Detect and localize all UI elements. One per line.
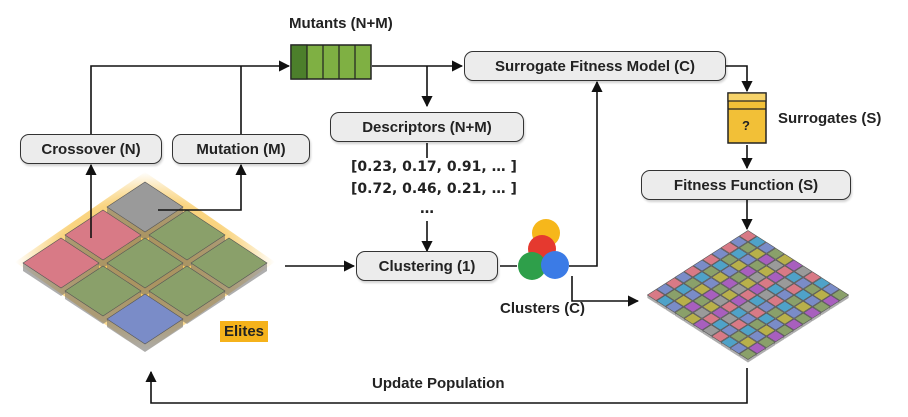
clusters-icon: [518, 219, 569, 280]
descriptor-row-1: [0.23, 0.17, 0.91, … ]: [351, 159, 517, 175]
elites-label: Elites: [220, 321, 269, 342]
archive-tile: [646, 289, 666, 304]
surrogates-stack-icon: [727, 92, 767, 144]
archive-tile: [738, 348, 758, 363]
mutants-label: Mutants (N+M): [289, 15, 393, 32]
mutation-node: Mutation (M): [172, 134, 310, 164]
surrogate-fitness-model-node: Surrogate Fitness Model (C): [464, 51, 726, 81]
descriptor-ellipsis: …: [420, 201, 434, 217]
descriptors-node: Descriptors (N+M): [330, 112, 524, 142]
archive-grid: [646, 230, 850, 363]
crossover-node: Crossover (N): [20, 134, 162, 164]
update-population-label: Update Population: [372, 375, 505, 392]
elites-map: [15, 172, 275, 352]
clustering-node: Clustering (1): [356, 251, 498, 281]
mutants-stack-icon: [290, 44, 372, 80]
descriptor-row-2: [0.72, 0.46, 0.21, … ]: [351, 181, 517, 197]
clusters-label: Clusters (C): [500, 300, 586, 317]
fitness-function-node: Fitness Function (S): [641, 170, 851, 200]
surrogate-unknown-mark: ?: [742, 118, 750, 133]
elite-tile: [106, 293, 184, 352]
surrogates-label: Surrogates (S): [778, 110, 882, 127]
